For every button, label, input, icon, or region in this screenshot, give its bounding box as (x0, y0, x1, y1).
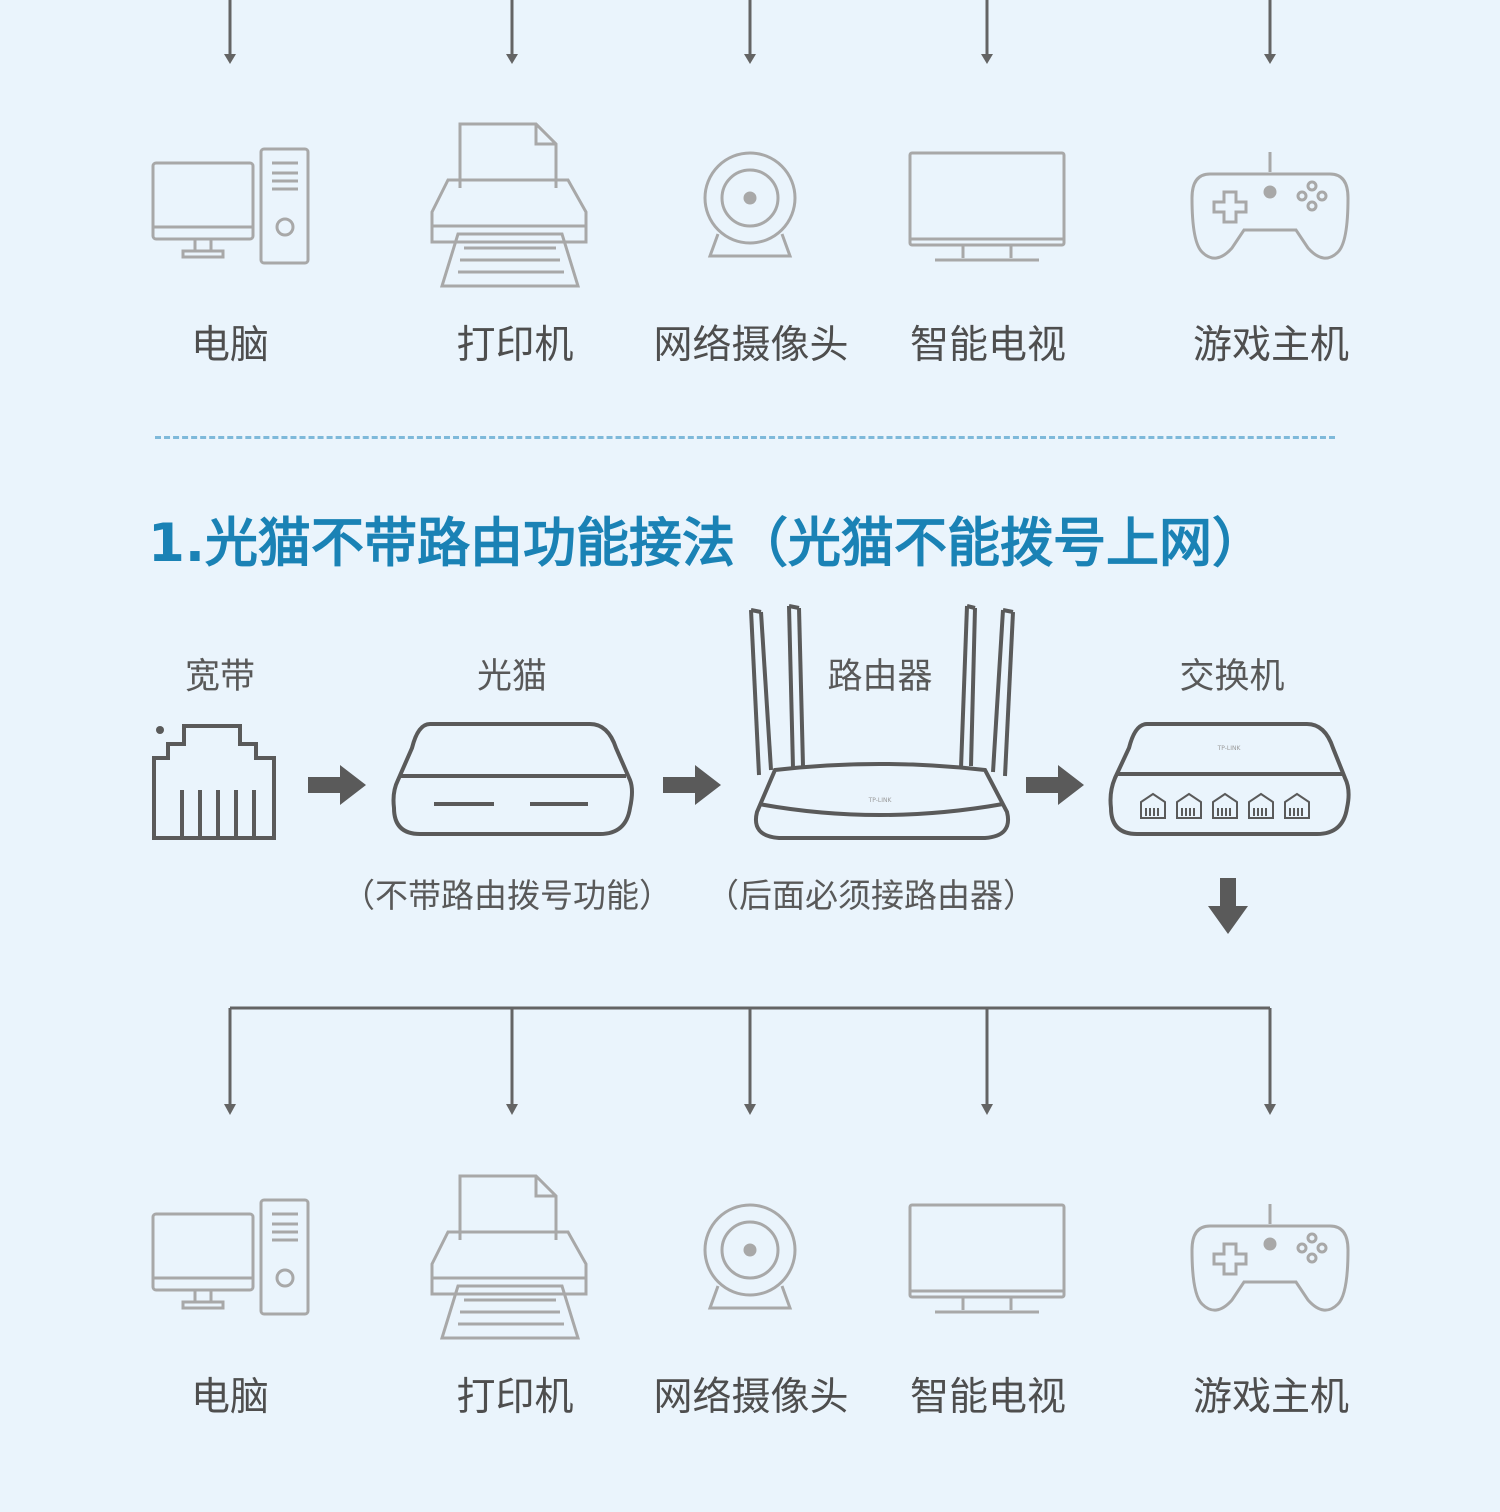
computer-icon (151, 1198, 310, 1316)
device-label-gamepad: 游戏主机 (1192, 323, 1349, 368)
gamepad-icon (1190, 152, 1350, 260)
device-label-tv: 智能电视 (909, 1375, 1066, 1420)
printer-icon (430, 1174, 588, 1340)
modem-note: （不带路由拨号功能） (342, 876, 672, 915)
top-branch-arrows (224, 0, 1276, 64)
device-label-webcam: 网络摄像头 (653, 323, 849, 368)
webcam-icon (703, 1203, 797, 1310)
distribution-lines (224, 1006, 1276, 1115)
computer-icon (151, 147, 310, 265)
broadband-label: 宽带 (184, 657, 255, 697)
svg-text:TP-LINK: TP-LINK (1217, 745, 1242, 752)
gamepad-icon (1190, 1204, 1350, 1312)
switch-icon: TP-LINK (1108, 722, 1351, 836)
section-divider (155, 436, 1335, 439)
device-label-webcam: 网络摄像头 (653, 1375, 849, 1420)
tv-icon (908, 151, 1066, 262)
device-label-gamepad: 游戏主机 (1192, 1375, 1349, 1420)
printer-icon (430, 122, 588, 288)
router-icon: TP-LINK (749, 604, 1015, 840)
arrow-right-icon (1026, 765, 1084, 805)
ethernet-port-icon (152, 724, 276, 840)
arrow-down-icon (1208, 878, 1248, 934)
device-label-printer: 打印机 (456, 1375, 574, 1420)
arrow-right-icon (308, 765, 366, 805)
arrow-right-icon (663, 765, 721, 805)
device-label-printer: 打印机 (456, 323, 574, 368)
webcam-icon (703, 151, 797, 258)
device-label-tv: 智能电视 (909, 323, 1066, 368)
router-label: 路由器 (827, 657, 933, 697)
device-label-computer: 电脑 (190, 1375, 269, 1420)
router-note: （后面必须接路由器） (706, 876, 1036, 915)
tv-icon (908, 1203, 1066, 1314)
svg-text:TP-LINK: TP-LINK (868, 797, 893, 804)
section-title: 1.光猫不带路由功能接法（光猫不能拨号上网） (148, 513, 1266, 574)
modem-icon (391, 722, 634, 836)
switch-label: 交换机 (1179, 657, 1285, 697)
modem-label: 光猫 (476, 657, 547, 697)
device-label-computer: 电脑 (190, 323, 269, 368)
